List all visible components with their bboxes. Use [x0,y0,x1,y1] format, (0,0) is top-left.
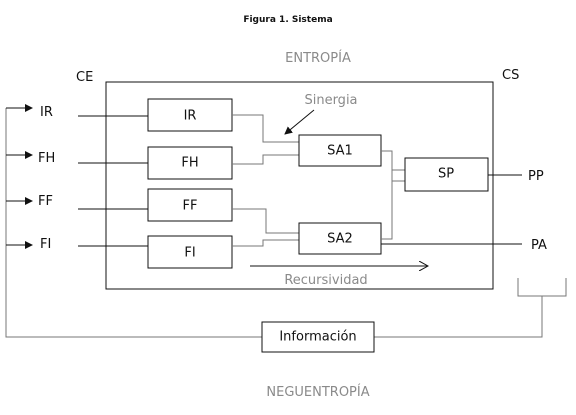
box-ir [147,98,233,132]
box-fh [147,146,233,180]
system-boundary [105,81,494,290]
connector-ff-sa2 [232,208,299,234]
output-label-pa: PA [531,238,547,253]
subsystem-sa1-label: SA1 [327,144,353,159]
system-exit-label: CS [502,68,519,83]
feedback-line-right [374,278,543,338]
box-ir-label: IR [184,109,197,124]
connector-fi-sa2 [232,239,299,247]
negentropy-label: NEGUENTROPÍA [266,384,369,400]
input-label-fh: FH [38,151,55,166]
synergy-label: Sinergia [304,93,357,108]
connector-sa-join [381,150,393,240]
system-entry-label: CE [76,70,93,85]
input-label-ir: IR [40,105,53,120]
box-ff-label: FF [183,199,198,214]
box-fi [147,235,233,269]
box-fh-label: FH [181,156,198,171]
input-label-fi: FI [40,237,51,252]
feedback-line-left [5,108,262,338]
information-box [261,321,375,353]
connector-ir-sa1 [232,114,299,143]
subsystem-sa2 [298,222,382,255]
connector-fh-sa1 [232,154,299,165]
figure-title: Figura 1. Sistema [243,15,332,25]
recursion-label: Recursividad [284,273,367,288]
entropy-label: ENTROPÍA [285,50,351,66]
input-label-ff: FF [38,194,53,209]
output-label-pp: PP [528,169,544,184]
feedback-bracket [542,278,567,297]
subsystem-sp-label: SP [438,167,454,182]
information-label: Información [279,330,356,345]
synergy-arrow [284,109,315,135]
subsystem-sa2-label: SA2 [327,232,353,247]
box-ff [147,188,233,222]
box-fi-label: FI [184,246,195,261]
